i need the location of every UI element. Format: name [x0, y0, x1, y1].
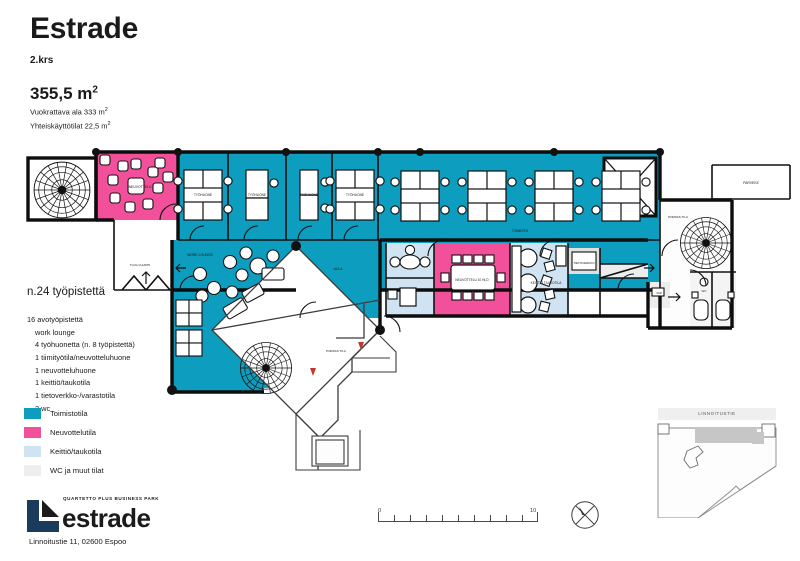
legend-label: WC ja muut tilat — [50, 465, 104, 475]
label-storage: VAR — [656, 291, 662, 295]
list-item: 1 tiimityötila/neuvotteluhuone — [35, 353, 131, 362]
workstation-list: 16 avotyöpistettä work lounge 4 työhuone… — [27, 314, 217, 416]
legend-swatch — [24, 445, 41, 457]
stair-spiral-west — [33, 161, 91, 219]
total-area-value: 355,5 m — [30, 84, 93, 103]
site-location-map: LINNOITUSTIE — [640, 408, 788, 518]
shared-area-label: Yhteiskäyttötilat 22,5 m — [30, 121, 108, 131]
furniture-kitchen — [511, 245, 567, 314]
label-kitchen: KEITTIÖ TAUKOTILA — [531, 281, 563, 285]
direction-arrows — [141, 263, 681, 302]
label-office-2: TYÖHUONE — [248, 193, 266, 197]
workstation-summary: n.24 työpistettä 16 avotyöpistettä work … — [27, 286, 217, 416]
label-open-office: TOIMISTO — [512, 229, 529, 233]
legend-item-office: Toimistotila — [24, 405, 104, 421]
scale-max: 10 — [530, 508, 537, 514]
site-map-drawing — [657, 423, 777, 518]
header: Estrade 2.krs 355,5 m2 Vuokrattava ala 3… — [30, 14, 390, 133]
page-title: Estrade — [30, 12, 138, 45]
site-street-label: LINNOITUSTIE — [698, 410, 736, 416]
label-office-4: TYÖHUONE — [346, 193, 364, 197]
door-swings — [159, 203, 707, 333]
shared-area: Yhteiskäyttötilat 22,5 m2 — [30, 121, 390, 132]
furniture-meeting-main — [440, 254, 506, 301]
list-item: 1 tietoverkko-/varastotila — [35, 391, 116, 401]
compass-north-icon — [571, 501, 599, 529]
room-entry-west — [114, 220, 172, 290]
fire-exit-markers — [310, 342, 364, 376]
label-office-1: TYÖHUONE — [194, 193, 212, 197]
brand-logo: QUARTETTO PLUS BUSINESS PARK estrade Lin… — [27, 496, 257, 546]
label-stair-east: PORRAS TILA — [668, 215, 688, 219]
list-item: 2 wc — [35, 403, 51, 413]
furniture-meeting-nw — [99, 154, 174, 213]
legend-item-other: WC ja muut tilat — [24, 462, 104, 478]
label-meeting-main: NEUVOTTELU 10 HLÖ — [455, 278, 489, 282]
label-balcony: PARVEKE — [743, 181, 759, 185]
logo-kicker: QUARTETTO PLUS BUSINESS PARK — [63, 496, 160, 501]
scale-min: 0 — [378, 508, 382, 514]
site-street-band — [658, 408, 776, 420]
shared-area-sup: 2 — [107, 121, 111, 128]
rentable-area-label: Vuokrattava ala 333 m — [30, 107, 105, 117]
lower-annex-outline — [295, 335, 397, 471]
logo-wordmark: estrade — [62, 503, 151, 533]
structural-columns — [92, 148, 664, 395]
list-item: 16 avotyöpistettä — [27, 314, 83, 324]
list-item: 4 työhuonetta (n. 8 työpistettä) — [35, 340, 135, 350]
label-entry-west: TUULI KAAPPI — [130, 263, 151, 267]
legend-swatch — [24, 407, 41, 419]
total-area-unit-sup: 2 — [92, 84, 98, 96]
label-aula: AULA — [334, 267, 344, 271]
label-work-lounge: WORK LOUNGE — [187, 253, 214, 257]
label-meeting-nw: NEUVOTTELU — [129, 185, 152, 189]
scale-bar: 0 10 — [378, 503, 538, 527]
room-labels: NEUVOTTELU TYÖHUONE TYÖHUONE TYÖHUONE TY… — [129, 181, 760, 353]
label-office-3: TYÖHUONE — [300, 193, 318, 197]
furniture-east-services — [571, 251, 735, 321]
legend-swatch — [24, 426, 41, 438]
list-item: 1 neuvotteluhuone — [35, 365, 96, 375]
rentable-area-sup: 2 — [104, 107, 108, 113]
legend-label: Toimistotila — [50, 408, 88, 418]
legend-swatch — [24, 464, 41, 476]
rentable-area: Vuokrattava ala 333 m2 — [30, 107, 390, 118]
legend-label: Keittiö/taukotila — [50, 446, 102, 456]
furniture-nook — [387, 244, 431, 307]
address: Linnoitustie 11, 02600 Espoo — [29, 537, 127, 546]
label-server: TIETOVERKKO — [573, 261, 595, 265]
legend-item-kitchen: Keittiö/taukotila — [24, 443, 104, 459]
room-balcony — [712, 165, 790, 199]
legend-item-meeting: Neuvottelutila — [24, 424, 104, 440]
list-item: work lounge — [35, 327, 75, 337]
legend: Toimistotila Neuvottelutila Keittiö/tauk… — [24, 405, 104, 481]
label-wc: WC — [702, 289, 708, 293]
furniture-private-offices — [174, 169, 384, 221]
estrade-logo-icon — [27, 500, 59, 532]
total-area: 355,5 m2 — [30, 84, 390, 104]
list-item: 1 keittiö/taukotila — [35, 378, 91, 388]
label-stair-west: PORRAS TILA — [326, 349, 346, 353]
workstation-heading: n.24 työpistettä — [27, 286, 105, 298]
floor-label: 2.krs — [30, 55, 54, 66]
legend-label: Neuvottelutila — [50, 427, 97, 437]
furniture-work-lounge — [175, 246, 285, 357]
walls-partition — [113, 152, 791, 328]
